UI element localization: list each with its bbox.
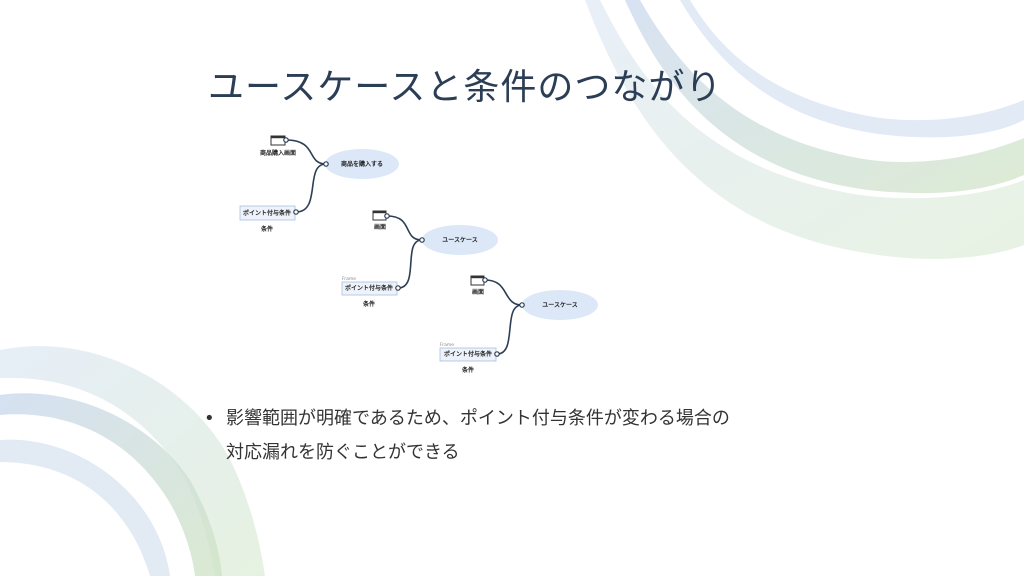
frame-tag: Frame <box>440 342 454 348</box>
connector-port <box>384 213 390 219</box>
usecase-label: ユースケース <box>542 302 577 309</box>
connector-condition-to-usecase <box>496 304 523 355</box>
connector-port <box>494 351 500 357</box>
connector-condition-to-usecase <box>295 163 327 213</box>
condition-type-label: 条件 <box>260 225 273 233</box>
bullet-line-1: 影響範囲が明確であるため、ポイント付与条件が変わる場合の <box>226 408 730 429</box>
diagram-group-3: 画面 ユースケース Frame ポイント付与条件 条件 <box>439 275 598 374</box>
connector-port <box>482 277 488 283</box>
condition-label: ポイント付与条件 <box>345 284 393 292</box>
slide-title: ユースケースと条件のつながり <box>208 67 723 108</box>
diagram-group-2: 画面 ユースケース Frame ポイント付与条件 条件 <box>341 210 498 308</box>
connector-port <box>519 302 525 308</box>
usecase-label: ユースケース <box>442 237 477 244</box>
connector-condition-to-usecase <box>397 239 423 289</box>
bottom-left-ribbon <box>0 346 265 576</box>
bullet-line-2: 対応漏れを防ぐことができる <box>226 442 460 463</box>
usecase-node <box>422 225 498 255</box>
top-right-ribbon <box>585 0 1024 259</box>
diagram-group-1: 商品購入画面 商品を購入する ポイント付与条件 条件 <box>239 135 399 233</box>
connector-port <box>293 209 299 215</box>
frame-tag: Frame <box>342 276 356 282</box>
connector-screen-to-usecase <box>285 139 327 165</box>
screen-label: 画面 <box>472 288 484 296</box>
usecase-node <box>522 290 598 320</box>
connector-screen-to-usecase <box>386 215 423 241</box>
connector-port <box>323 161 329 167</box>
usecase-node <box>325 149 399 179</box>
connector-screen-to-usecase <box>484 279 523 306</box>
condition-type-label: 条件 <box>362 300 375 308</box>
bullet-marker: • <box>204 408 215 429</box>
bullet-item: • 影響範囲が明確であるため、ポイント付与条件が変わる場合の 対応漏れを防ぐこと… <box>198 402 730 470</box>
screen-icon-bar <box>471 276 484 279</box>
screen-icon-bar <box>373 211 386 214</box>
screen-icon-bar <box>271 136 285 139</box>
condition-label: ポイント付与条件 <box>444 350 492 358</box>
screen-label: 画面 <box>374 223 386 231</box>
screen-label: 商品購入画面 <box>260 149 296 157</box>
usecase-label: 商品を購入する <box>341 160 383 168</box>
connector-port <box>419 237 425 243</box>
condition-label: ポイント付与条件 <box>243 209 291 217</box>
bullet-list: • 影響範囲が明確であるため、ポイント付与条件が変わる場合の 対応漏れを防ぐこと… <box>198 402 730 470</box>
connector-port <box>283 137 289 143</box>
condition-type-label: 条件 <box>461 366 474 374</box>
connector-port <box>395 285 401 291</box>
